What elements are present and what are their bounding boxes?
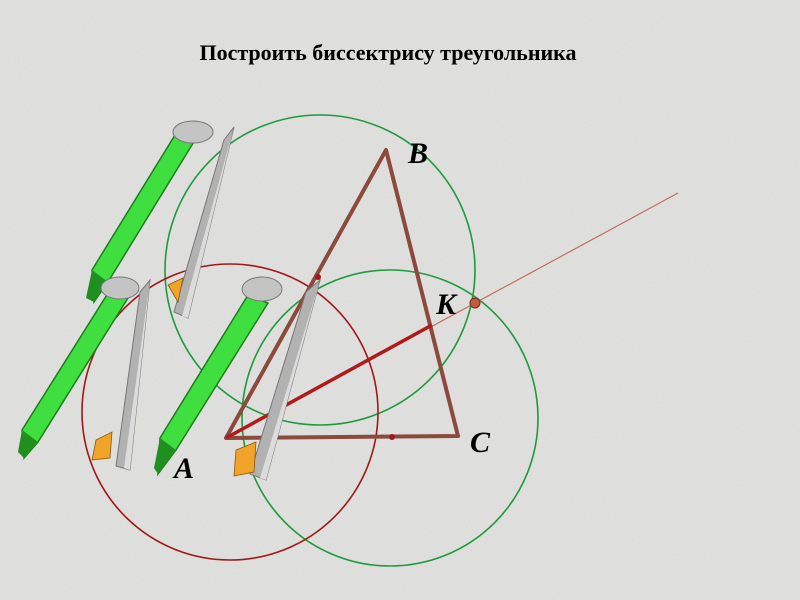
- compass-icon: [18, 276, 151, 471]
- label-b: B: [407, 137, 428, 170]
- compass-icon: [154, 276, 321, 481]
- page-title: Построить биссектрису треугольника: [199, 40, 577, 65]
- mark-on-ab: [315, 274, 321, 280]
- green-arc-circle-lower: [241, 269, 539, 567]
- compass-icon: [86, 120, 235, 319]
- mark-on-ac: [389, 434, 395, 440]
- label-a: A: [172, 452, 194, 485]
- red-arc-circle: [81, 263, 379, 561]
- label-c: C: [470, 426, 491, 459]
- point-k-marker: [469, 297, 481, 309]
- label-k: K: [435, 288, 458, 321]
- bisector-segment: [225, 323, 433, 440]
- green-arc-circle-upper: [164, 114, 476, 426]
